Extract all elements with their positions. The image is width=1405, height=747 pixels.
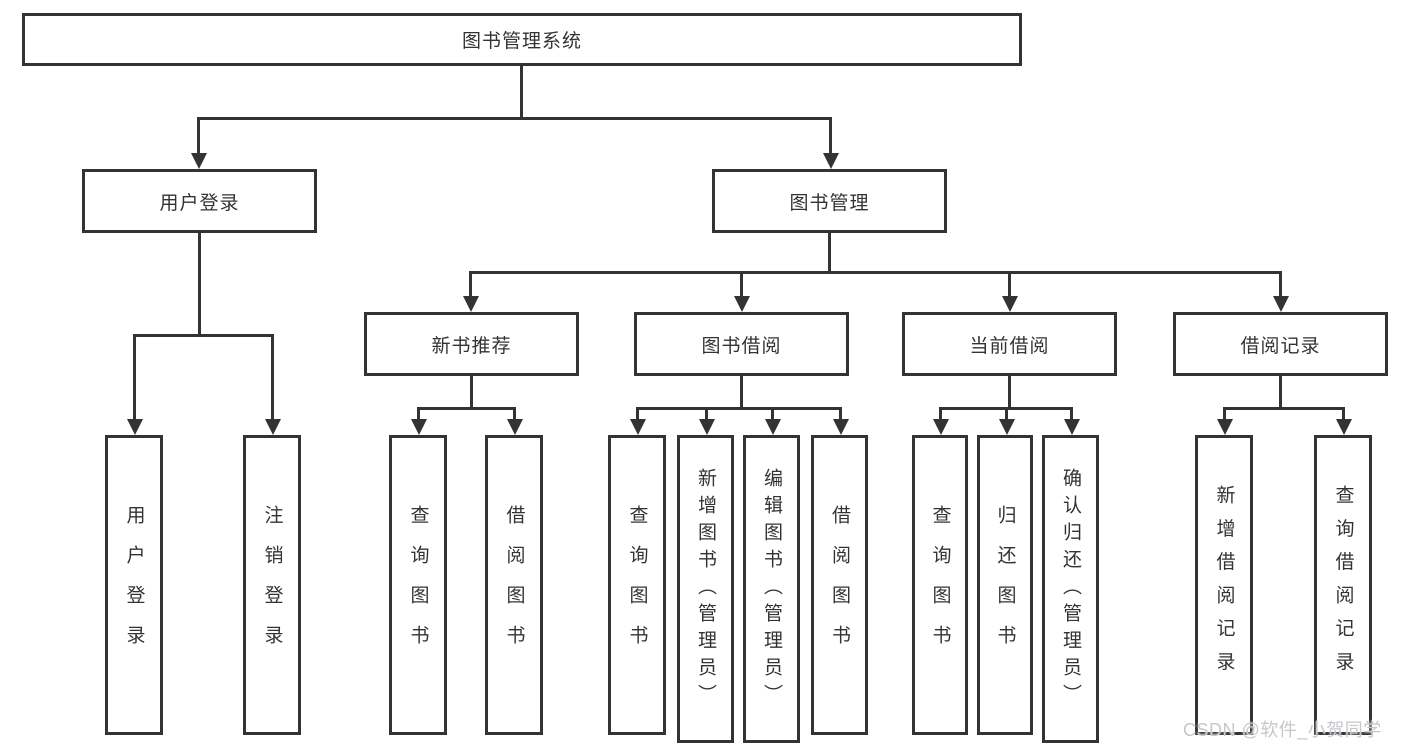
leaf-confirm-return-admin-label: 确认归还（管理员） xyxy=(1060,467,1081,711)
leaf-user-login-label: 用户登录 xyxy=(123,505,145,665)
leaf-add-borrow-record: 新增借阅记录 xyxy=(1195,435,1253,735)
connector-borrow-bus xyxy=(636,407,842,410)
leaf-query-borrow-record-label: 查询借阅记录 xyxy=(1332,485,1354,685)
node-current-borrow: 当前借阅 xyxy=(902,312,1117,376)
arrow-to-new-book-recommend xyxy=(462,271,479,312)
node-current-borrow-label: 当前借阅 xyxy=(969,335,1050,357)
node-book-management: 图书管理 xyxy=(712,169,947,233)
leaf-add-book-admin-label: 新增图书（管理员） xyxy=(695,467,716,711)
arrow-to-leaf-logout xyxy=(264,334,281,435)
leaf-query-borrow-record: 查询借阅记录 xyxy=(1314,435,1372,735)
arrow-to-leaf-return-book xyxy=(998,407,1015,435)
leaf-return-book-label: 归还图书 xyxy=(994,505,1016,665)
leaf-borrow-books-label: 借阅图书 xyxy=(829,505,850,665)
node-user-login: 用户登录 xyxy=(82,169,317,233)
leaf-add-book-admin: 新增图书（管理员） xyxy=(677,435,734,743)
leaf-add-borrow-record-label: 新增借阅记录 xyxy=(1213,485,1235,685)
arrow-to-leaf-query-books-recommend xyxy=(410,407,427,435)
node-new-book-recommend-label: 新书推荐 xyxy=(431,335,512,357)
connector-records-stem xyxy=(1279,376,1282,408)
arrow-to-leaf-query-books-borrow xyxy=(629,407,646,435)
arrow-to-leaf-confirm-return-admin xyxy=(1063,407,1080,435)
leaf-edit-book-admin: 编辑图书（管理员） xyxy=(743,435,800,743)
node-borrow-records: 借阅记录 xyxy=(1173,312,1388,376)
node-root-label: 图书管理系统 xyxy=(461,31,582,52)
node-book-borrow: 图书借阅 xyxy=(634,312,849,376)
arrow-to-leaf-add-borrow-record xyxy=(1216,407,1233,435)
connector-user-login-stem xyxy=(198,233,201,335)
leaf-query-books-recommend: 查询图书 xyxy=(389,435,447,735)
watermark: CSDN @软件_小贺同学 xyxy=(1183,720,1382,740)
connector-records-bus xyxy=(1223,407,1345,410)
connector-recommend-bus xyxy=(417,407,516,410)
arrow-to-leaf-borrow-books xyxy=(832,407,849,435)
arrow-to-leaf-query-books-current xyxy=(932,407,949,435)
leaf-confirm-return-admin: 确认归还（管理员） xyxy=(1042,435,1099,743)
arrow-to-book-management xyxy=(822,117,839,169)
node-borrow-records-label: 借阅记录 xyxy=(1240,335,1321,357)
arrow-to-leaf-borrow-books-recommend xyxy=(506,407,523,435)
connector-root-stem xyxy=(520,66,523,118)
arrow-to-leaf-edit-book-admin xyxy=(764,407,781,435)
node-user-login-label: 用户登录 xyxy=(159,192,240,214)
node-new-book-recommend: 新书推荐 xyxy=(364,312,579,376)
connector-level3-bus xyxy=(469,271,1282,274)
connector-level2-bus xyxy=(197,117,832,120)
arrow-to-current-borrow xyxy=(1001,271,1018,312)
connector-current-stem xyxy=(1008,376,1011,408)
leaf-edit-book-admin-label: 编辑图书（管理员） xyxy=(761,467,782,711)
leaf-query-books-borrow-label: 查询图书 xyxy=(626,505,648,665)
leaf-query-books-recommend-label: 查询图书 xyxy=(407,505,429,665)
arrow-to-leaf-query-borrow-record xyxy=(1335,407,1352,435)
node-book-management-label: 图书管理 xyxy=(789,192,870,214)
arrow-to-leaf-add-book-admin xyxy=(698,407,715,435)
connector-user-login-bus xyxy=(133,334,274,337)
arrow-to-borrow-records xyxy=(1272,271,1289,312)
connector-recommend-stem xyxy=(470,376,473,408)
leaf-borrow-books-recommend: 借阅图书 xyxy=(485,435,543,735)
leaf-borrow-books: 借阅图书 xyxy=(811,435,868,735)
leaf-query-books-current-label: 查询图书 xyxy=(929,505,951,665)
leaf-borrow-books-recommend-label: 借阅图书 xyxy=(503,505,525,665)
connector-book-management-stem xyxy=(828,233,831,272)
leaf-return-book: 归还图书 xyxy=(977,435,1033,735)
leaf-user-login: 用户登录 xyxy=(105,435,163,735)
leaf-query-books-borrow: 查询图书 xyxy=(608,435,666,735)
arrow-to-user-login xyxy=(190,117,207,169)
leaf-logout-label: 注销登录 xyxy=(261,505,283,665)
arrow-to-leaf-user-login xyxy=(126,334,143,435)
leaf-logout: 注销登录 xyxy=(243,435,301,735)
connector-borrow-stem xyxy=(740,376,743,408)
arrow-to-book-borrow xyxy=(733,271,750,312)
leaf-query-books-current: 查询图书 xyxy=(912,435,968,735)
node-book-borrow-label: 图书借阅 xyxy=(701,335,782,357)
node-root: 图书管理系统 xyxy=(22,13,1022,66)
